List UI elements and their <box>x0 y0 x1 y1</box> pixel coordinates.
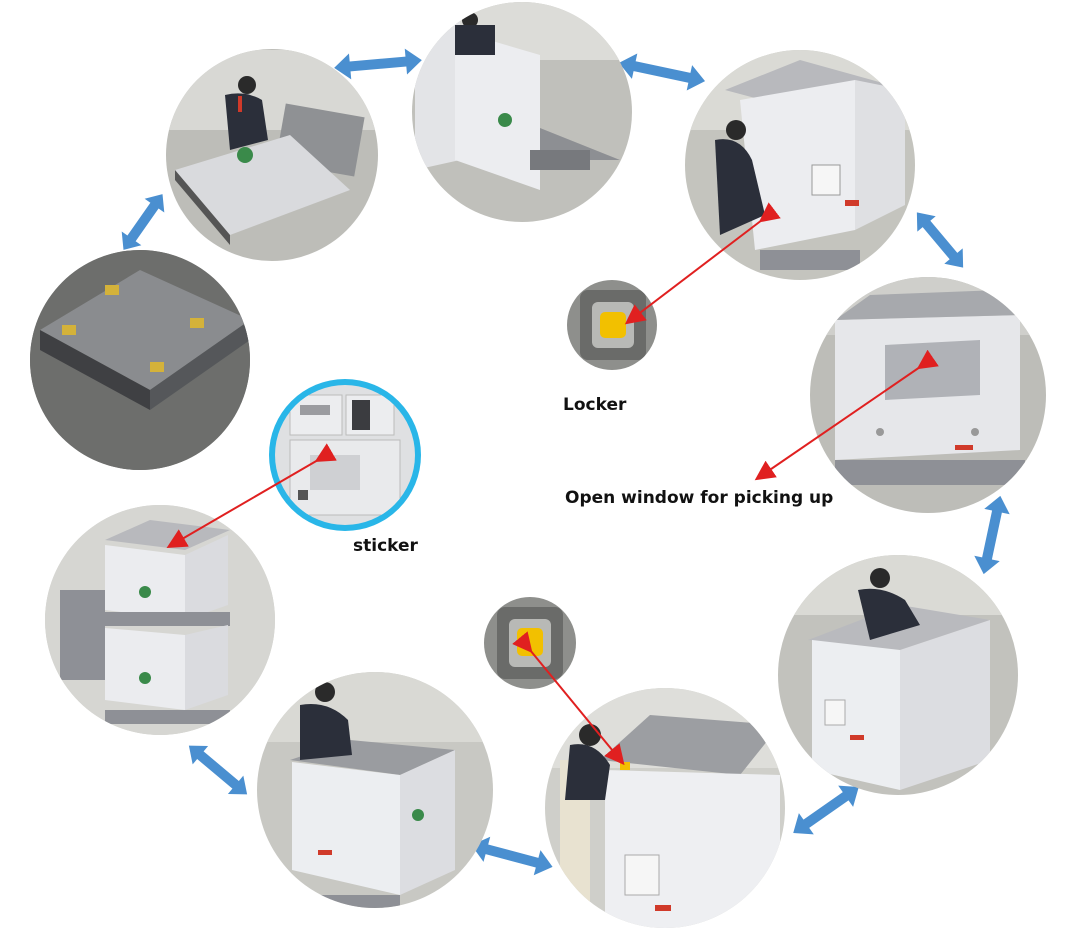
step-folded-pallet <box>30 250 250 470</box>
step-stacked-boxes <box>45 505 275 735</box>
sticker-label: sticker <box>353 536 418 556</box>
flow-arrow-tr-to-r <box>916 212 964 268</box>
locker-detail-bottom <box>484 597 576 689</box>
pointer-open-window <box>754 349 939 481</box>
step-open-window <box>810 277 1046 513</box>
step-box-assembled <box>778 555 1018 795</box>
step-raise-walls <box>412 2 632 222</box>
person-head-icon <box>238 76 256 94</box>
locker-detail-top <box>567 280 657 370</box>
flow-arrow-br-to-bm <box>793 785 859 835</box>
locker-label: Locker <box>563 395 627 415</box>
flow-arrow-bm-to-bl <box>471 836 553 876</box>
step-unfold-lid <box>166 49 378 261</box>
recycle-icon <box>237 147 253 163</box>
pointer-sticker <box>166 443 337 549</box>
flow-arrow-top-to-tr <box>618 53 706 91</box>
flow-arrow-left-to-tl <box>121 194 165 250</box>
pointer-arrows <box>166 202 939 766</box>
step-lock-walls <box>685 50 915 280</box>
open-window-label: Open window for picking up <box>565 488 834 508</box>
flow-arrow-bl-to-l <box>188 745 248 795</box>
flow-arrow-r-to-br <box>974 495 1010 575</box>
pointer-locker-bottom <box>512 631 625 766</box>
corner-lock-icon <box>105 285 119 295</box>
flow-arrow-tl-to-top <box>334 48 422 80</box>
pointer-locker-top <box>624 202 781 325</box>
flow-arrows <box>121 48 1010 876</box>
step-box-lidded <box>257 672 493 908</box>
locker-icon <box>517 628 543 656</box>
sticker-detail <box>269 379 421 531</box>
locker-icon <box>600 312 626 338</box>
step-close-lid-locker <box>545 688 785 928</box>
